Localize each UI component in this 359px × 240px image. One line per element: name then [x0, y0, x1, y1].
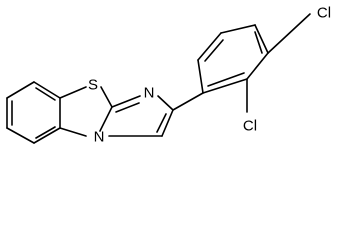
bond: [33, 127, 61, 144]
bond-to-phenyl: [172, 92, 204, 111]
bond: [99, 106, 113, 132]
double-bond-inner: [254, 31, 263, 54]
atom-label-nitrogen-imine: N: [144, 85, 155, 102]
bond: [202, 78, 248, 94]
bond: [100, 86, 113, 108]
thiazole-ring: [59, 86, 113, 137]
atom-label-sulfur: S: [88, 77, 98, 94]
double-bond-inner: [115, 102, 140, 113]
molecule-structure-diagram: S N N Cl Cl: [6, 5, 331, 146]
double-bond-inner: [207, 72, 245, 87]
dichlorophenyl-ring: [197, 24, 269, 94]
bond: [157, 95, 174, 111]
double-bond-inner: [156, 113, 167, 133]
bond: [59, 127, 87, 137]
bond: [197, 59, 204, 94]
bond: [6, 81, 35, 99]
atom-label-chlorine-para: Cl: [317, 5, 331, 22]
benzene-ring: [6, 81, 61, 144]
imidazole-ring: [108, 95, 174, 137]
bond: [111, 95, 141, 108]
bond: [246, 52, 269, 80]
bond-to-chlorine-para: [267, 13, 311, 54]
bond: [59, 86, 87, 99]
bond: [254, 24, 269, 54]
bond: [197, 32, 222, 61]
double-bond-inner: [35, 87, 56, 101]
double-bond-inner: [35, 126, 56, 139]
double-bond-inner: [204, 39, 224, 62]
bond: [220, 24, 256, 34]
bond: [33, 81, 61, 99]
atom-label-nitrogen-bridge: N: [94, 129, 105, 146]
bond: [6, 127, 35, 144]
bond: [161, 109, 174, 137]
atom-label-chlorine-ortho: Cl: [243, 118, 257, 135]
